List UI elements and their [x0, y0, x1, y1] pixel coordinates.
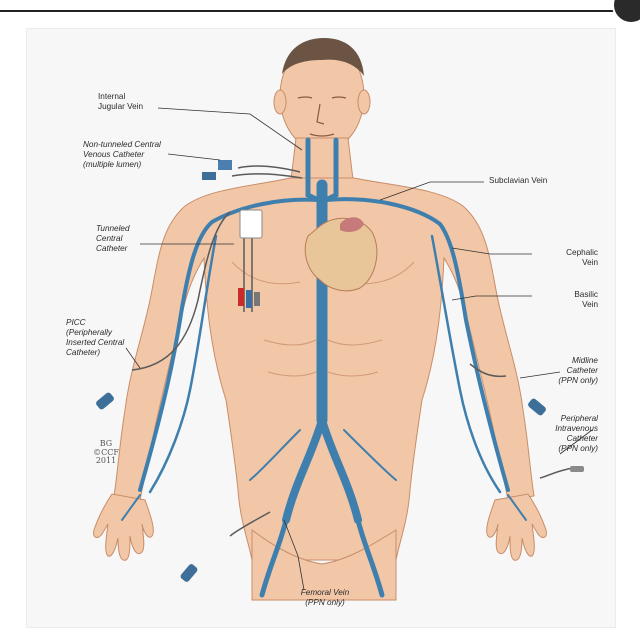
label-non-tunneled-catheter: Non-tunneled Central Venous Catheter (mu…: [83, 140, 161, 170]
label-picc: PICC (Peripherally Inserted Central Cath…: [66, 318, 124, 358]
label-femoral-vein: Femoral Vein (PPN only): [270, 588, 380, 608]
right-hand: [487, 494, 547, 560]
left-ear: [274, 90, 286, 114]
label-tunneled-catheter: Tunneled Central Catheter: [96, 224, 130, 254]
artist-signature: BG ©CCF 2011: [88, 440, 124, 466]
label-peripheral-iv-catheter: Peripheral Intravenous Catheter (PPN onl…: [516, 414, 598, 454]
label-basilic-vein: Basilic Vein: [538, 290, 598, 310]
left-hand: [94, 494, 154, 560]
right-ear: [358, 90, 370, 114]
label-cephalic-vein: Cephalic Vein: [538, 248, 598, 268]
label-midline-catheter: Midline Catheter (PPN only): [528, 356, 598, 386]
label-internal-jugular-vein: Internal Jugular Vein: [98, 92, 143, 112]
label-subclavian-vein: Subclavian Vein: [489, 176, 547, 186]
